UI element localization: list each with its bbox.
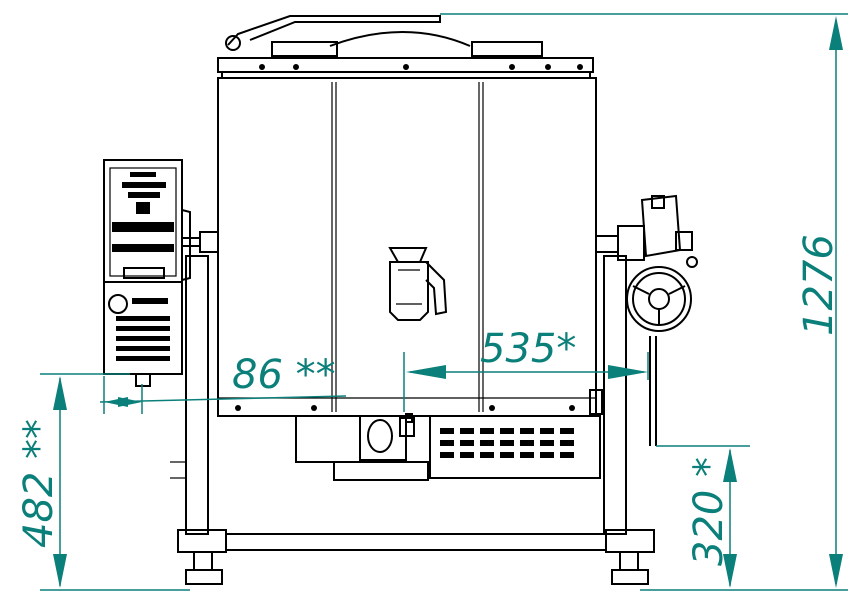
dimension-535-label: 535* <box>480 326 576 372</box>
dimension-86: 86 ** <box>99 352 347 414</box>
control-panel <box>103 159 219 387</box>
dimension-86-label: 86 ** <box>232 352 336 398</box>
dimension-482-label: 482 ** <box>16 419 62 548</box>
lid <box>217 15 594 79</box>
dimension-320: 320 * <box>656 445 750 588</box>
dimension-320-label: 320 * <box>686 457 732 566</box>
kettle-machine <box>103 15 698 585</box>
dimension-482: 482 ** <box>16 373 190 591</box>
tilt-handwheel <box>595 194 698 332</box>
dimension-1276: 1276 <box>440 13 848 591</box>
bottom-cabinet <box>295 336 657 481</box>
vent-grille <box>440 428 574 458</box>
drain-valve <box>388 247 448 321</box>
support-frame <box>170 255 655 585</box>
dimension-1276-label: 1276 <box>796 234 842 336</box>
dimension-535: 535* <box>403 326 649 412</box>
